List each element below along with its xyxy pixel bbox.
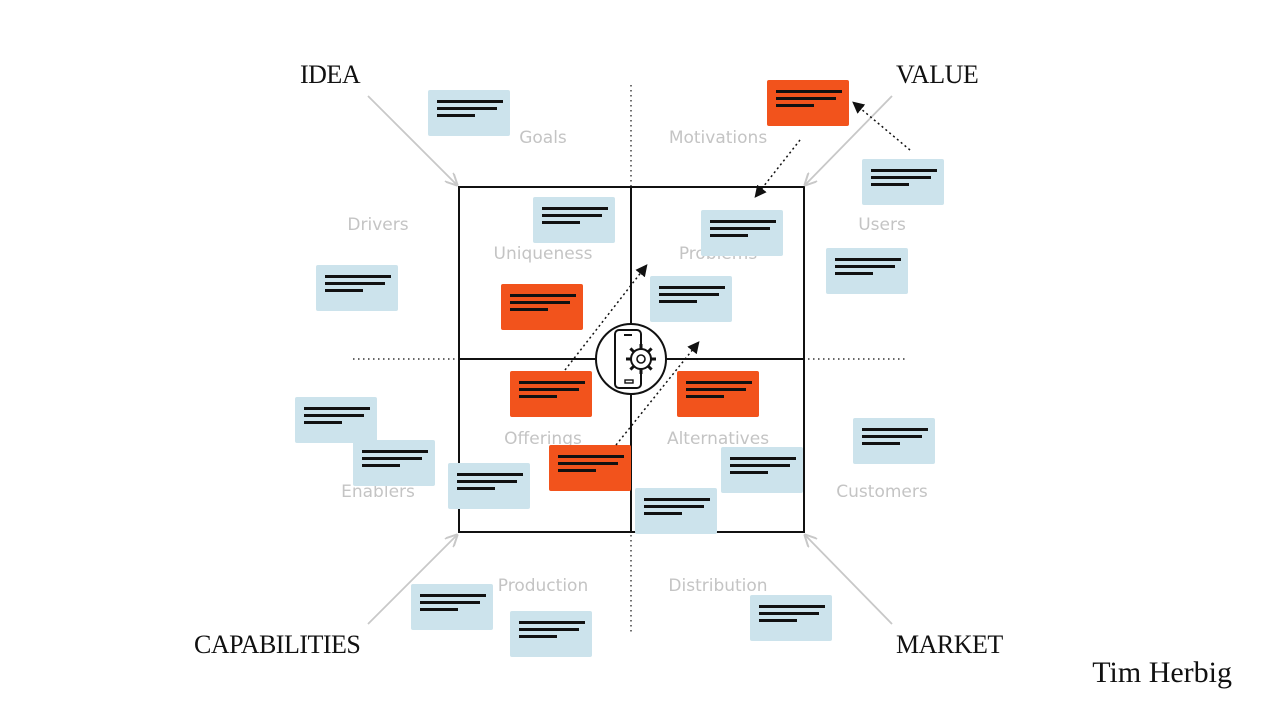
sticky-note[interactable]	[767, 80, 849, 126]
corner-title-market: MARKET	[896, 630, 1003, 659]
area-label-distribution: Distribution	[668, 576, 768, 596]
sticky-note[interactable]	[635, 488, 717, 534]
author-signature: Tim Herbig	[1092, 656, 1232, 689]
corner-title-value: VALUE	[896, 60, 979, 89]
sticky-note[interactable]	[853, 418, 935, 464]
sticky-note[interactable]	[295, 397, 377, 443]
sticky-note[interactable]	[750, 595, 832, 641]
area-label-drivers: Drivers	[347, 215, 409, 235]
sticky-note[interactable]	[549, 445, 631, 491]
sticky-note[interactable]	[510, 371, 592, 417]
sticky-note[interactable]	[316, 265, 398, 311]
capabilities-pointer-line	[367, 536, 456, 625]
sticky-note[interactable]	[501, 284, 583, 330]
sticky-note[interactable]	[826, 248, 908, 294]
area-label-uniqueness: Uniqueness	[493, 244, 593, 264]
sticky-note[interactable]	[677, 371, 759, 417]
sticky-note[interactable]	[721, 447, 803, 493]
area-label-users: Users	[858, 215, 906, 235]
sticky-note[interactable]	[448, 463, 530, 509]
area-label-production: Production	[497, 576, 589, 596]
area-label-offerings: Offerings	[504, 429, 582, 449]
sticky-note[interactable]	[428, 90, 510, 136]
area-label-motivations: Motivations	[668, 128, 768, 148]
area-label-goals: Goals	[519, 128, 567, 148]
sticky-note[interactable]	[533, 197, 615, 243]
sticky-note[interactable]	[510, 611, 592, 657]
corner-title-capabilities: CAPABILITIES	[194, 630, 361, 659]
sticky-note[interactable]	[353, 440, 435, 486]
idea-pointer-line	[367, 95, 456, 184]
area-label-enablers: Enablers	[341, 482, 415, 502]
market-pointer-line	[806, 536, 893, 625]
area-label-alternatives: Alternatives	[666, 429, 770, 449]
sticky-note[interactable]	[701, 210, 783, 256]
sticky-note[interactable]	[411, 584, 493, 630]
corner-title-idea: IDEA	[300, 60, 361, 89]
sticky-note[interactable]	[862, 159, 944, 205]
sticky-note[interactable]	[650, 276, 732, 322]
area-label-customers: Customers	[836, 482, 928, 502]
